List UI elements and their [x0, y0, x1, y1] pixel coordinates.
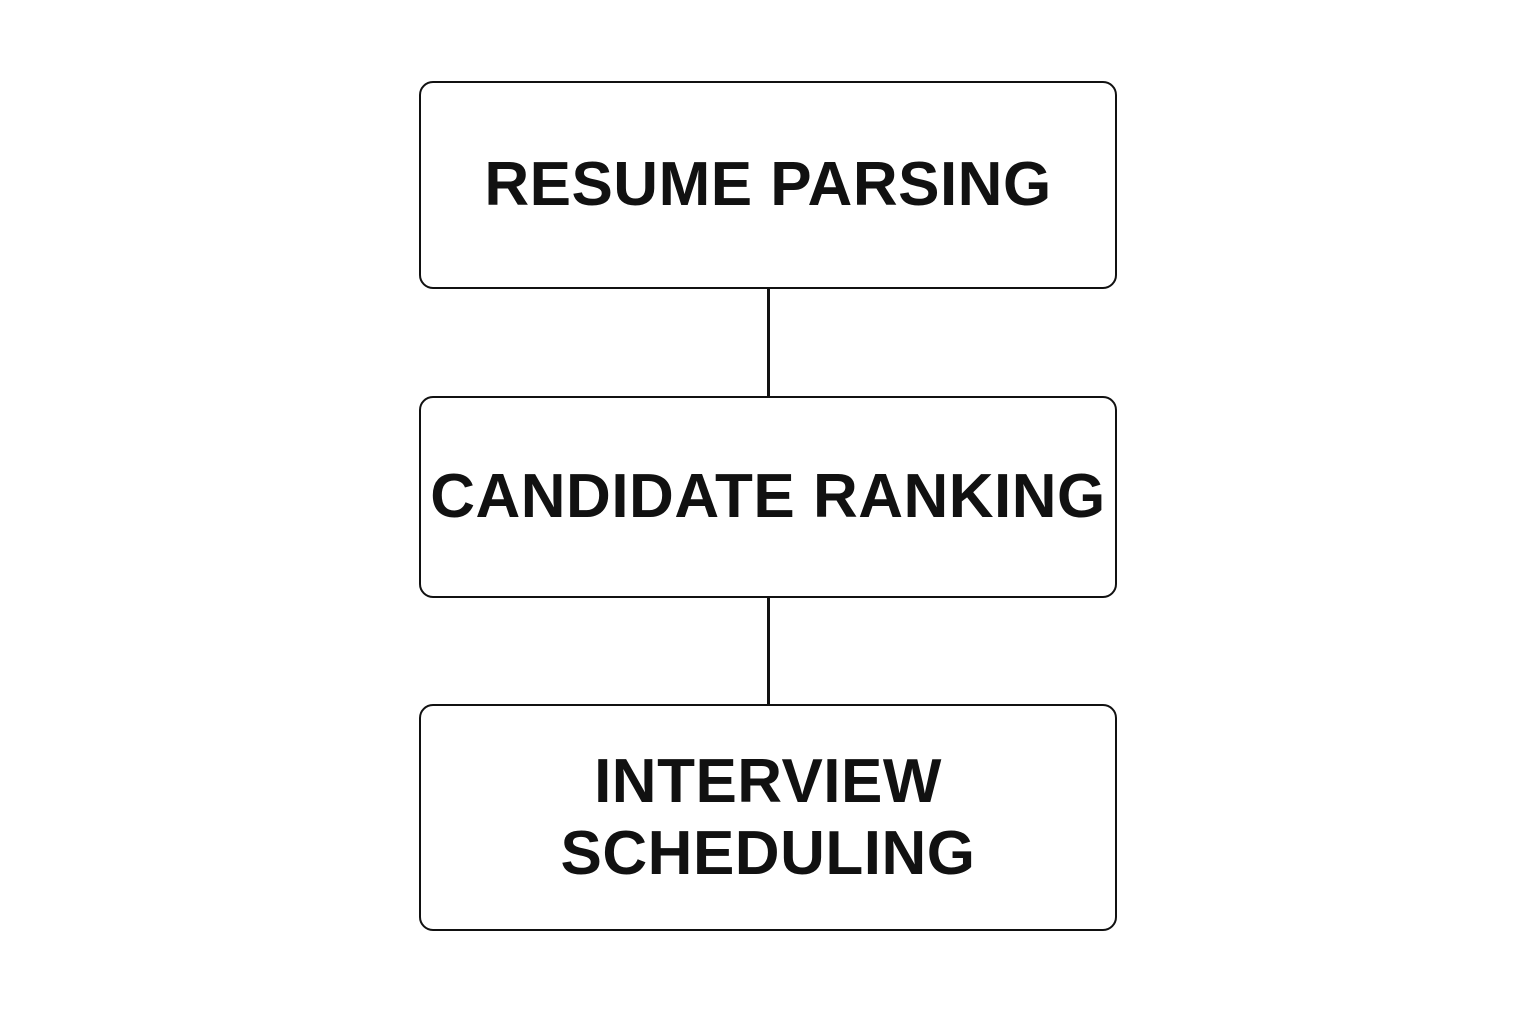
step-box-resume-parsing: RESUME PARSING [419, 81, 1117, 289]
connector-line-1 [767, 289, 770, 396]
step-label-candidate-ranking: CANDIDATE RANKING [430, 462, 1106, 532]
connector-line-2 [767, 598, 770, 704]
step-box-interview-scheduling: INTERVIEW SCHEDULING [419, 704, 1117, 931]
step-label-interview-scheduling: INTERVIEW SCHEDULING [560, 747, 976, 888]
step-label-resume-parsing: RESUME PARSING [484, 150, 1052, 220]
step-box-candidate-ranking: CANDIDATE RANKING [419, 396, 1117, 598]
